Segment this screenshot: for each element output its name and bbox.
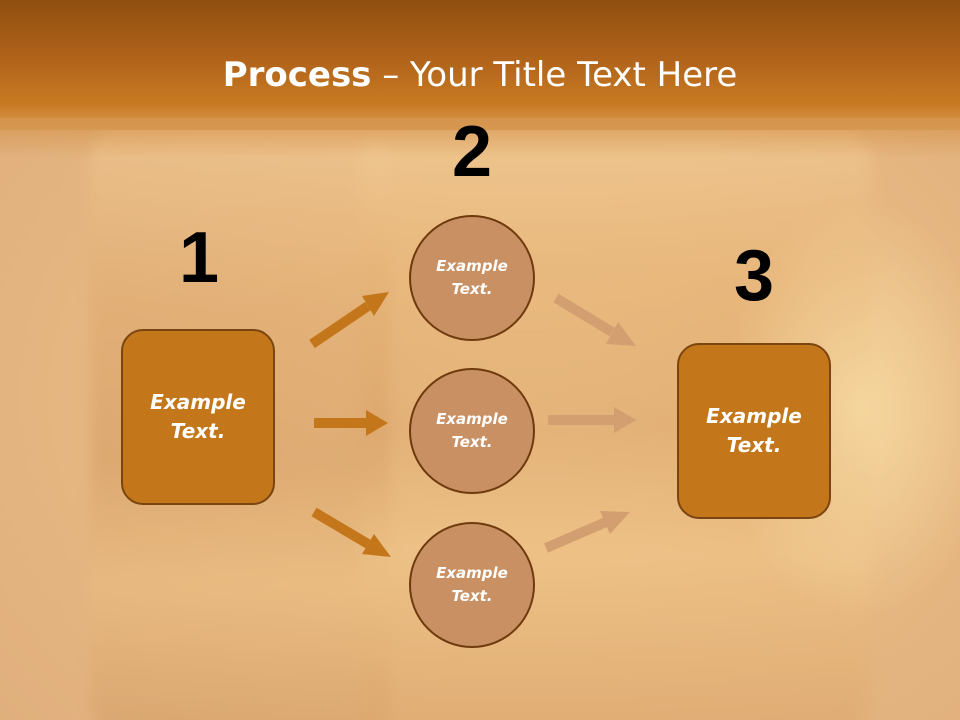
step-3-box[interactable]: Example Text. <box>677 343 831 519</box>
step-2-circle-middle-label: Example Text. <box>436 410 508 451</box>
arrow-2a-to-3 <box>553 293 636 346</box>
step-number-2[interactable]: 2 <box>451 112 493 192</box>
step-2-circle-middle[interactable]: Example Text. <box>409 368 535 494</box>
step-2-circle-bottom[interactable]: Example Text. <box>409 522 535 648</box>
title-banner <box>0 0 960 130</box>
step-2-circle-bottom-label: Example Text. <box>436 564 508 605</box>
step-2-circle-top[interactable]: Example Text. <box>409 215 535 341</box>
step-number-3[interactable]: 3 <box>733 236 775 316</box>
arrow-1-to-2b <box>314 410 388 436</box>
step-3-label: Example Text. <box>706 404 802 457</box>
arrow-2c-to-3 <box>544 511 630 553</box>
slide-title[interactable]: Process – Your Title Text Here <box>0 52 960 98</box>
arrow-2b-to-3 <box>548 407 636 433</box>
arrow-1-to-2a <box>309 292 389 349</box>
step-2-circle-top-label: Example Text. <box>436 257 508 298</box>
step-number-1[interactable]: 1 <box>178 218 220 298</box>
title-bold: Process <box>222 55 372 95</box>
arrow-1-to-2c <box>311 507 391 557</box>
title-banner-fade <box>0 118 960 158</box>
title-rest: – Your Title Text Here <box>371 55 738 95</box>
step-1-label: Example Text. <box>150 390 246 443</box>
step-1-box[interactable]: Example Text. <box>121 329 275 505</box>
